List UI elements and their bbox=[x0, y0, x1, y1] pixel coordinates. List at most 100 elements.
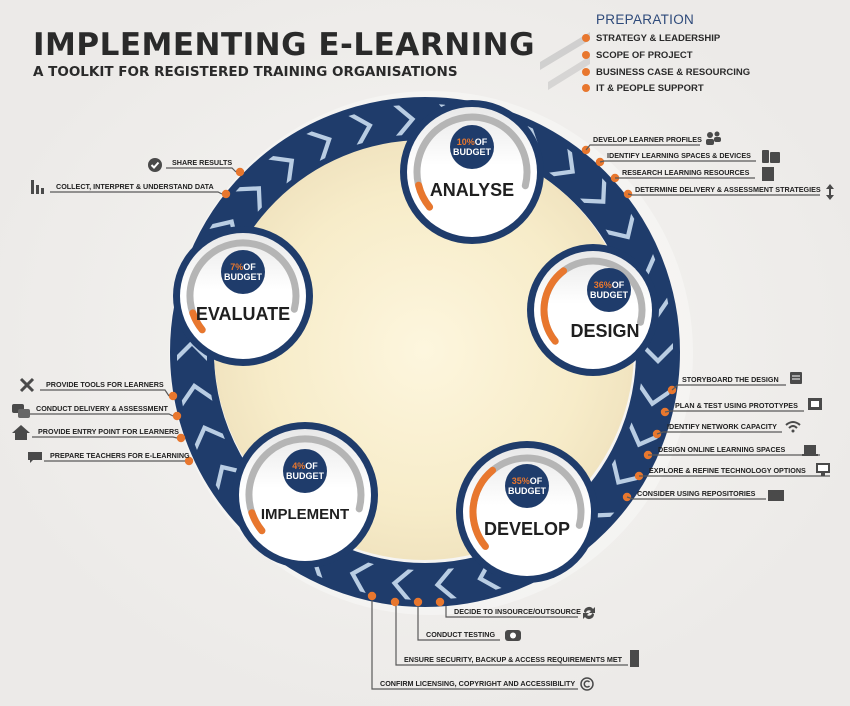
task-item: CONDUCT TESTING bbox=[413, 597, 521, 641]
copyright-icon bbox=[580, 677, 594, 691]
task-item: RESEARCH LEARNING RESOURCES bbox=[610, 167, 774, 183]
sync-icon bbox=[583, 607, 595, 619]
task-item: PLAN & TEST USING PROTOTYPES bbox=[660, 398, 822, 417]
budget-arc-fill bbox=[469, 466, 497, 550]
budget-arc-track bbox=[186, 239, 300, 334]
budget-label: BUDGET bbox=[508, 486, 547, 496]
users-icon bbox=[706, 131, 721, 145]
budget-badge bbox=[505, 464, 549, 508]
monitor-icon bbox=[816, 463, 830, 476]
leader-line bbox=[627, 193, 820, 196]
task-item: EXPLORE & REFINE TECHNOLOGY OPTIONS bbox=[634, 463, 830, 481]
phase-name: DESIGN bbox=[570, 321, 639, 341]
storyboard-icon bbox=[790, 372, 802, 384]
chevron-arrow-icon bbox=[611, 459, 641, 485]
testing-icon bbox=[505, 630, 521, 641]
connector-dot bbox=[168, 391, 178, 401]
budget-badge bbox=[221, 250, 265, 294]
task-item: CONFIRM LICENSING, COPYRIGHT AND ACCESSI… bbox=[367, 591, 594, 691]
phase-face bbox=[180, 233, 306, 359]
phase-name: IMPLEMENT bbox=[261, 506, 349, 523]
budget-label: BUDGET bbox=[453, 147, 492, 157]
chevron-arrow-icon bbox=[477, 559, 502, 590]
leader-line bbox=[166, 167, 237, 173]
leader-line bbox=[626, 496, 766, 500]
budget-percent: 35%OF bbox=[512, 476, 543, 486]
phase-face bbox=[407, 107, 537, 237]
chevron-arrow-icon bbox=[580, 178, 607, 204]
bullet-icon bbox=[582, 34, 590, 42]
connector-dot bbox=[172, 411, 182, 421]
phase-circles: 10%OFBUDGETANALYSE36%OFBUDGETDESIGN35%OF… bbox=[173, 100, 659, 583]
budget-percent: 7%OF bbox=[230, 262, 256, 272]
chevron-arrow-icon bbox=[605, 213, 635, 240]
task-label: PROVIDE TOOLS FOR LEARNERS bbox=[46, 380, 164, 389]
task-item: IDENTIFY LEARNING SPACES & DEVICES bbox=[595, 150, 780, 167]
budget-badge bbox=[283, 449, 327, 493]
budget-label: BUDGET bbox=[286, 471, 325, 481]
page-title: IMPLEMENTING E-LEARNING bbox=[33, 27, 536, 63]
task-label: PREPARE TEACHERS FOR E-LEARNING bbox=[50, 451, 190, 460]
task-label: DECIDE TO INSOURCE/OUTSOURCE bbox=[454, 607, 581, 616]
chat-icon bbox=[12, 404, 30, 418]
preparation-item: SCOPE OF PROJECT bbox=[582, 48, 693, 62]
task-item: IDENTIFY NETWORK CAPACITY bbox=[652, 421, 801, 439]
task-item: DECIDE TO INSOURCE/OUTSOURCE bbox=[435, 597, 595, 619]
leader-line bbox=[585, 144, 700, 151]
leader-line bbox=[50, 191, 223, 195]
tools-icon bbox=[19, 377, 35, 393]
connector-dot bbox=[390, 597, 400, 607]
task-label: RESEARCH LEARNING RESOURCES bbox=[622, 168, 750, 177]
chevron-arrow-icon bbox=[639, 383, 671, 407]
task-label: PLAN & TEST USING PROTOTYPES bbox=[675, 401, 798, 410]
speech-icon bbox=[28, 452, 42, 463]
task-item: STORYBOARD THE DESIGN bbox=[667, 372, 802, 395]
connector-dot bbox=[367, 591, 377, 601]
bullet-icon bbox=[582, 51, 590, 59]
leader-line bbox=[395, 606, 628, 666]
task-label: DESIGN ONLINE LEARNING SPACES bbox=[658, 445, 785, 454]
budget-badge bbox=[587, 268, 631, 312]
phase-face bbox=[239, 429, 371, 561]
task-label: SHARE RESULTS bbox=[172, 158, 232, 167]
chevron-arrow-icon bbox=[393, 105, 416, 136]
task-label: IDENTIFY NETWORK CAPACITY bbox=[667, 422, 777, 431]
chevron-arrow-icon bbox=[209, 219, 239, 245]
devices-icon bbox=[762, 150, 780, 163]
leader-line bbox=[599, 160, 756, 163]
chevron-arrow-icon bbox=[434, 568, 457, 599]
home-icon bbox=[12, 425, 30, 440]
budget-percent: 10%OF bbox=[457, 137, 488, 147]
budget-badge bbox=[450, 125, 494, 169]
task-item: DEVELOP LEARNER PROFILES bbox=[581, 131, 721, 155]
leader-line bbox=[371, 600, 578, 690]
task-item: CONDUCT DELIVERY & ASSESSMENT bbox=[12, 404, 182, 421]
leader-line bbox=[671, 384, 786, 391]
preparation-item: STRATEGY & LEADERSHIP bbox=[582, 31, 720, 45]
task-label: DETERMINE DELIVERY & ASSESSMENT STRATEGI… bbox=[635, 185, 821, 194]
connector-dot bbox=[221, 189, 231, 199]
task-label: PROVIDE ENTRY POINT FOR LEARNERS bbox=[38, 427, 179, 436]
connector-dot bbox=[435, 597, 445, 607]
budget-arc-track bbox=[245, 435, 365, 535]
chevron-arrow-icon bbox=[306, 131, 332, 161]
chevron-arrow-icon bbox=[181, 383, 213, 407]
chevron-arrow-icon bbox=[194, 425, 225, 451]
task-item: PROVIDE ENTRY POINT FOR LEARNERS bbox=[12, 425, 186, 443]
task-item: PREPARE TEACHERS FOR E-LEARNING bbox=[28, 451, 194, 466]
prototype-icon bbox=[808, 398, 822, 410]
leader-line bbox=[417, 606, 500, 641]
chevron-arrow-icon bbox=[391, 569, 414, 600]
bullet-icon bbox=[582, 68, 590, 76]
chevron-arrow-icon bbox=[349, 562, 374, 593]
task-label: DEVELOP LEARNER PROFILES bbox=[593, 135, 702, 144]
chevron-arrow-icon bbox=[348, 114, 373, 145]
leader-line bbox=[32, 436, 178, 439]
budget-label: BUDGET bbox=[224, 272, 263, 282]
leader-line bbox=[30, 413, 174, 417]
